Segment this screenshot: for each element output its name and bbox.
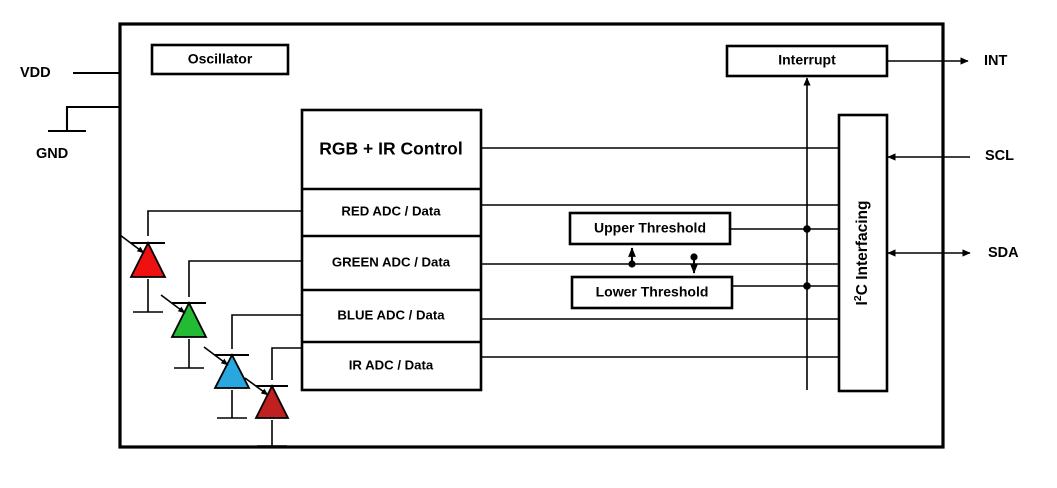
i2c-label-superscript: 2: [852, 295, 864, 301]
ir-photodiode-light-arrow: [244, 377, 269, 396]
i2c-interfacing-block[interactable]: [837, 113, 889, 393]
lower-threshold-arrow-junction: [690, 253, 698, 261]
red-photodiode-triangle: [129, 240, 167, 278]
red-photodiode-light-arrow: [119, 234, 145, 254]
i2c-label-rest: C Interfacing: [854, 201, 871, 296]
adc-blue-label: BLUE ADC / Data: [337, 307, 445, 322]
sda-pin-label: SDA: [988, 245, 1019, 261]
blue-photodiode-light-arrow: [203, 346, 229, 366]
blue-photodiode-wire: [231, 314, 302, 349]
scl-pin-label: SCL: [985, 148, 1014, 164]
control-adc-stack: [300, 108, 483, 392]
gnd-wire: [65, 105, 121, 131]
ir-photodiode-triangle: [254, 383, 290, 419]
gnd-pin-label: GND: [36, 146, 68, 162]
adc-green-label: GREEN ADC / Data: [332, 254, 451, 269]
red-photodiode-wire: [147, 210, 302, 236]
vdd-pin-label: VDD: [20, 65, 51, 81]
blue-photodiode-triangle: [213, 353, 251, 389]
oscillator-block[interactable]: [150, 43, 290, 76]
upper-threshold-label: Upper Threshold: [594, 220, 706, 236]
lower-threshold-block[interactable]: [570, 275, 734, 310]
int-pin-label: INT: [984, 53, 1008, 69]
ir-photodiode-wire: [271, 347, 302, 380]
interrupt-label: Interrupt: [778, 52, 836, 68]
green-photodiode-wire: [188, 260, 302, 297]
adc-ir-label: IR ADC / Data: [349, 357, 434, 372]
oscillator-label: Oscillator: [188, 51, 253, 67]
i2c-interfacing-label: I2C Interfacing: [852, 201, 871, 306]
interrupt-block[interactable]: [725, 44, 889, 78]
lower-threshold-label: Lower Threshold: [596, 284, 709, 300]
i2c-label-i: I: [854, 301, 871, 305]
control-block-label: RGB + IR Control: [319, 139, 462, 159]
interrupt-upper-junction-dot: [803, 225, 811, 233]
green-photodiode-triangle: [170, 300, 208, 338]
green-photodiode-light-arrow: [160, 294, 186, 314]
chip-boundary: [118, 22, 945, 449]
interrupt-lower-junction-dot: [803, 282, 811, 290]
adc-red-label: RED ADC / Data: [341, 203, 441, 218]
